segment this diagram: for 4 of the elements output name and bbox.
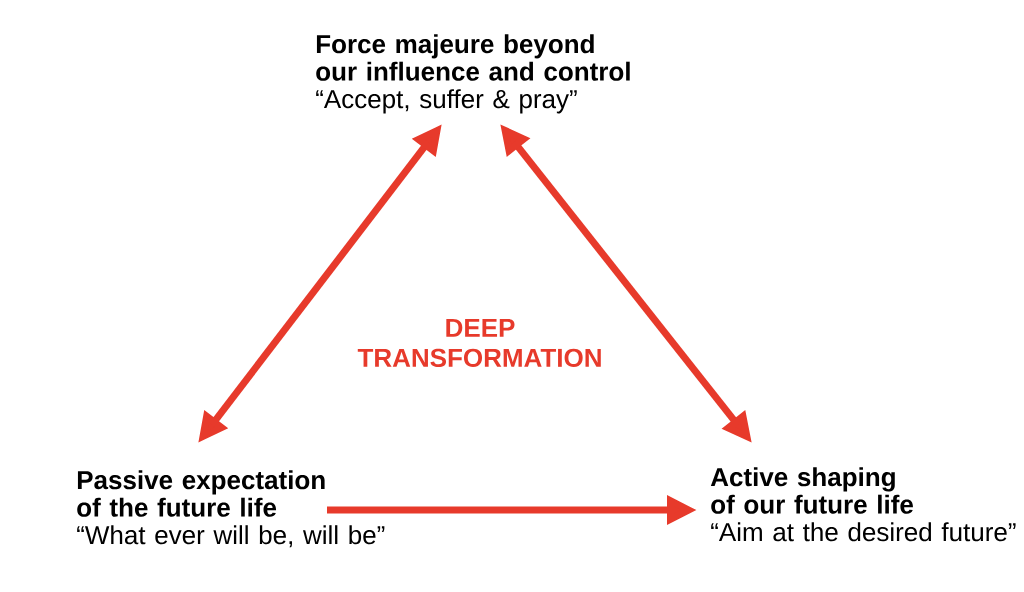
statement-label: Passive expectation of the future life “What ever will be, will be”	[77, 470, 385, 548]
center-label: DEEP TRANSFORMATION	[357, 318, 601, 368]
statement-label: Force majeure beyond our influence and control “Accept, suffer & pray”	[316, 34, 630, 114]
statement-label: Active shaping of our future life “Aim at the desired future”	[710, 467, 1016, 542]
